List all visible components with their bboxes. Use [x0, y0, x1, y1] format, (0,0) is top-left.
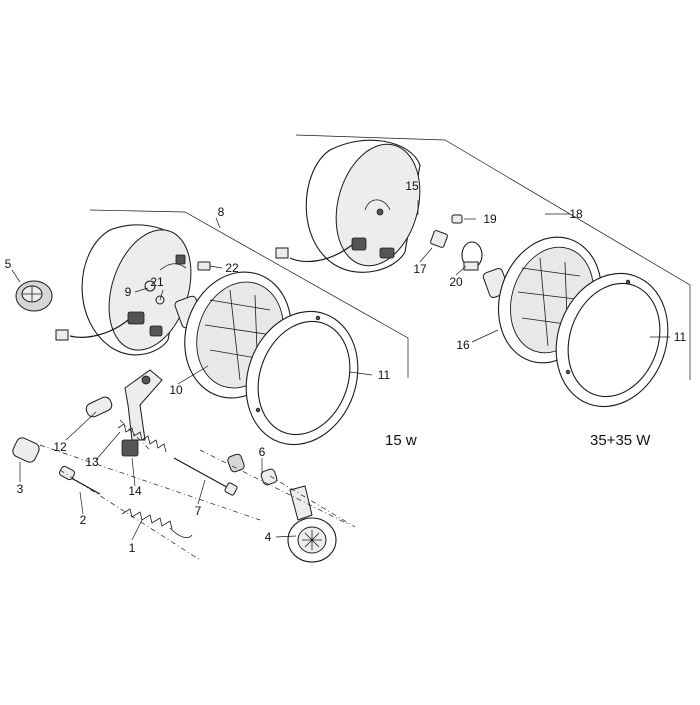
callout-11-left: 11: [377, 368, 391, 382]
caption-15w: 15 w: [385, 432, 417, 449]
left-rim: [245, 310, 359, 446]
callout-2: 2: [79, 513, 87, 527]
callout-17: 17: [413, 262, 427, 276]
callout-11-right: 11: [673, 330, 687, 344]
grommet-part: [15, 280, 53, 312]
callout-3: 3: [16, 482, 24, 496]
group-boundary-lines: [89, 134, 691, 380]
callout-6: 6: [258, 445, 266, 459]
callout-15: 15: [405, 179, 419, 193]
mounting-hardware: [12, 369, 337, 563]
callout-10: 10: [169, 383, 183, 397]
callout-12: 12: [53, 440, 67, 454]
assembly-axes: [39, 419, 356, 561]
callout-1: 1: [128, 541, 136, 555]
callout-19: 19: [483, 212, 497, 226]
callout-4: 4: [264, 530, 272, 544]
callout-5: 5: [4, 257, 12, 271]
right-headlamp-shell: [275, 139, 421, 273]
callout-22: 22: [225, 261, 239, 275]
caption-35-35w: 35+35 W: [590, 432, 651, 449]
callout-21: 21: [150, 275, 164, 289]
callout-13: 13: [85, 455, 99, 469]
callout-7: 7: [194, 504, 202, 518]
callout-20: 20: [449, 275, 463, 289]
right-rim: [555, 272, 669, 408]
callout-18: 18: [569, 207, 583, 221]
callout-16: 16: [456, 338, 470, 352]
bulb-and-holder-parts: [430, 214, 483, 271]
left-headlamp-shell: [55, 224, 211, 356]
callout-8: 8: [217, 205, 225, 219]
callout-9: 9: [124, 285, 132, 299]
callout-14: 14: [128, 484, 142, 498]
callout-leaders: [11, 200, 670, 541]
